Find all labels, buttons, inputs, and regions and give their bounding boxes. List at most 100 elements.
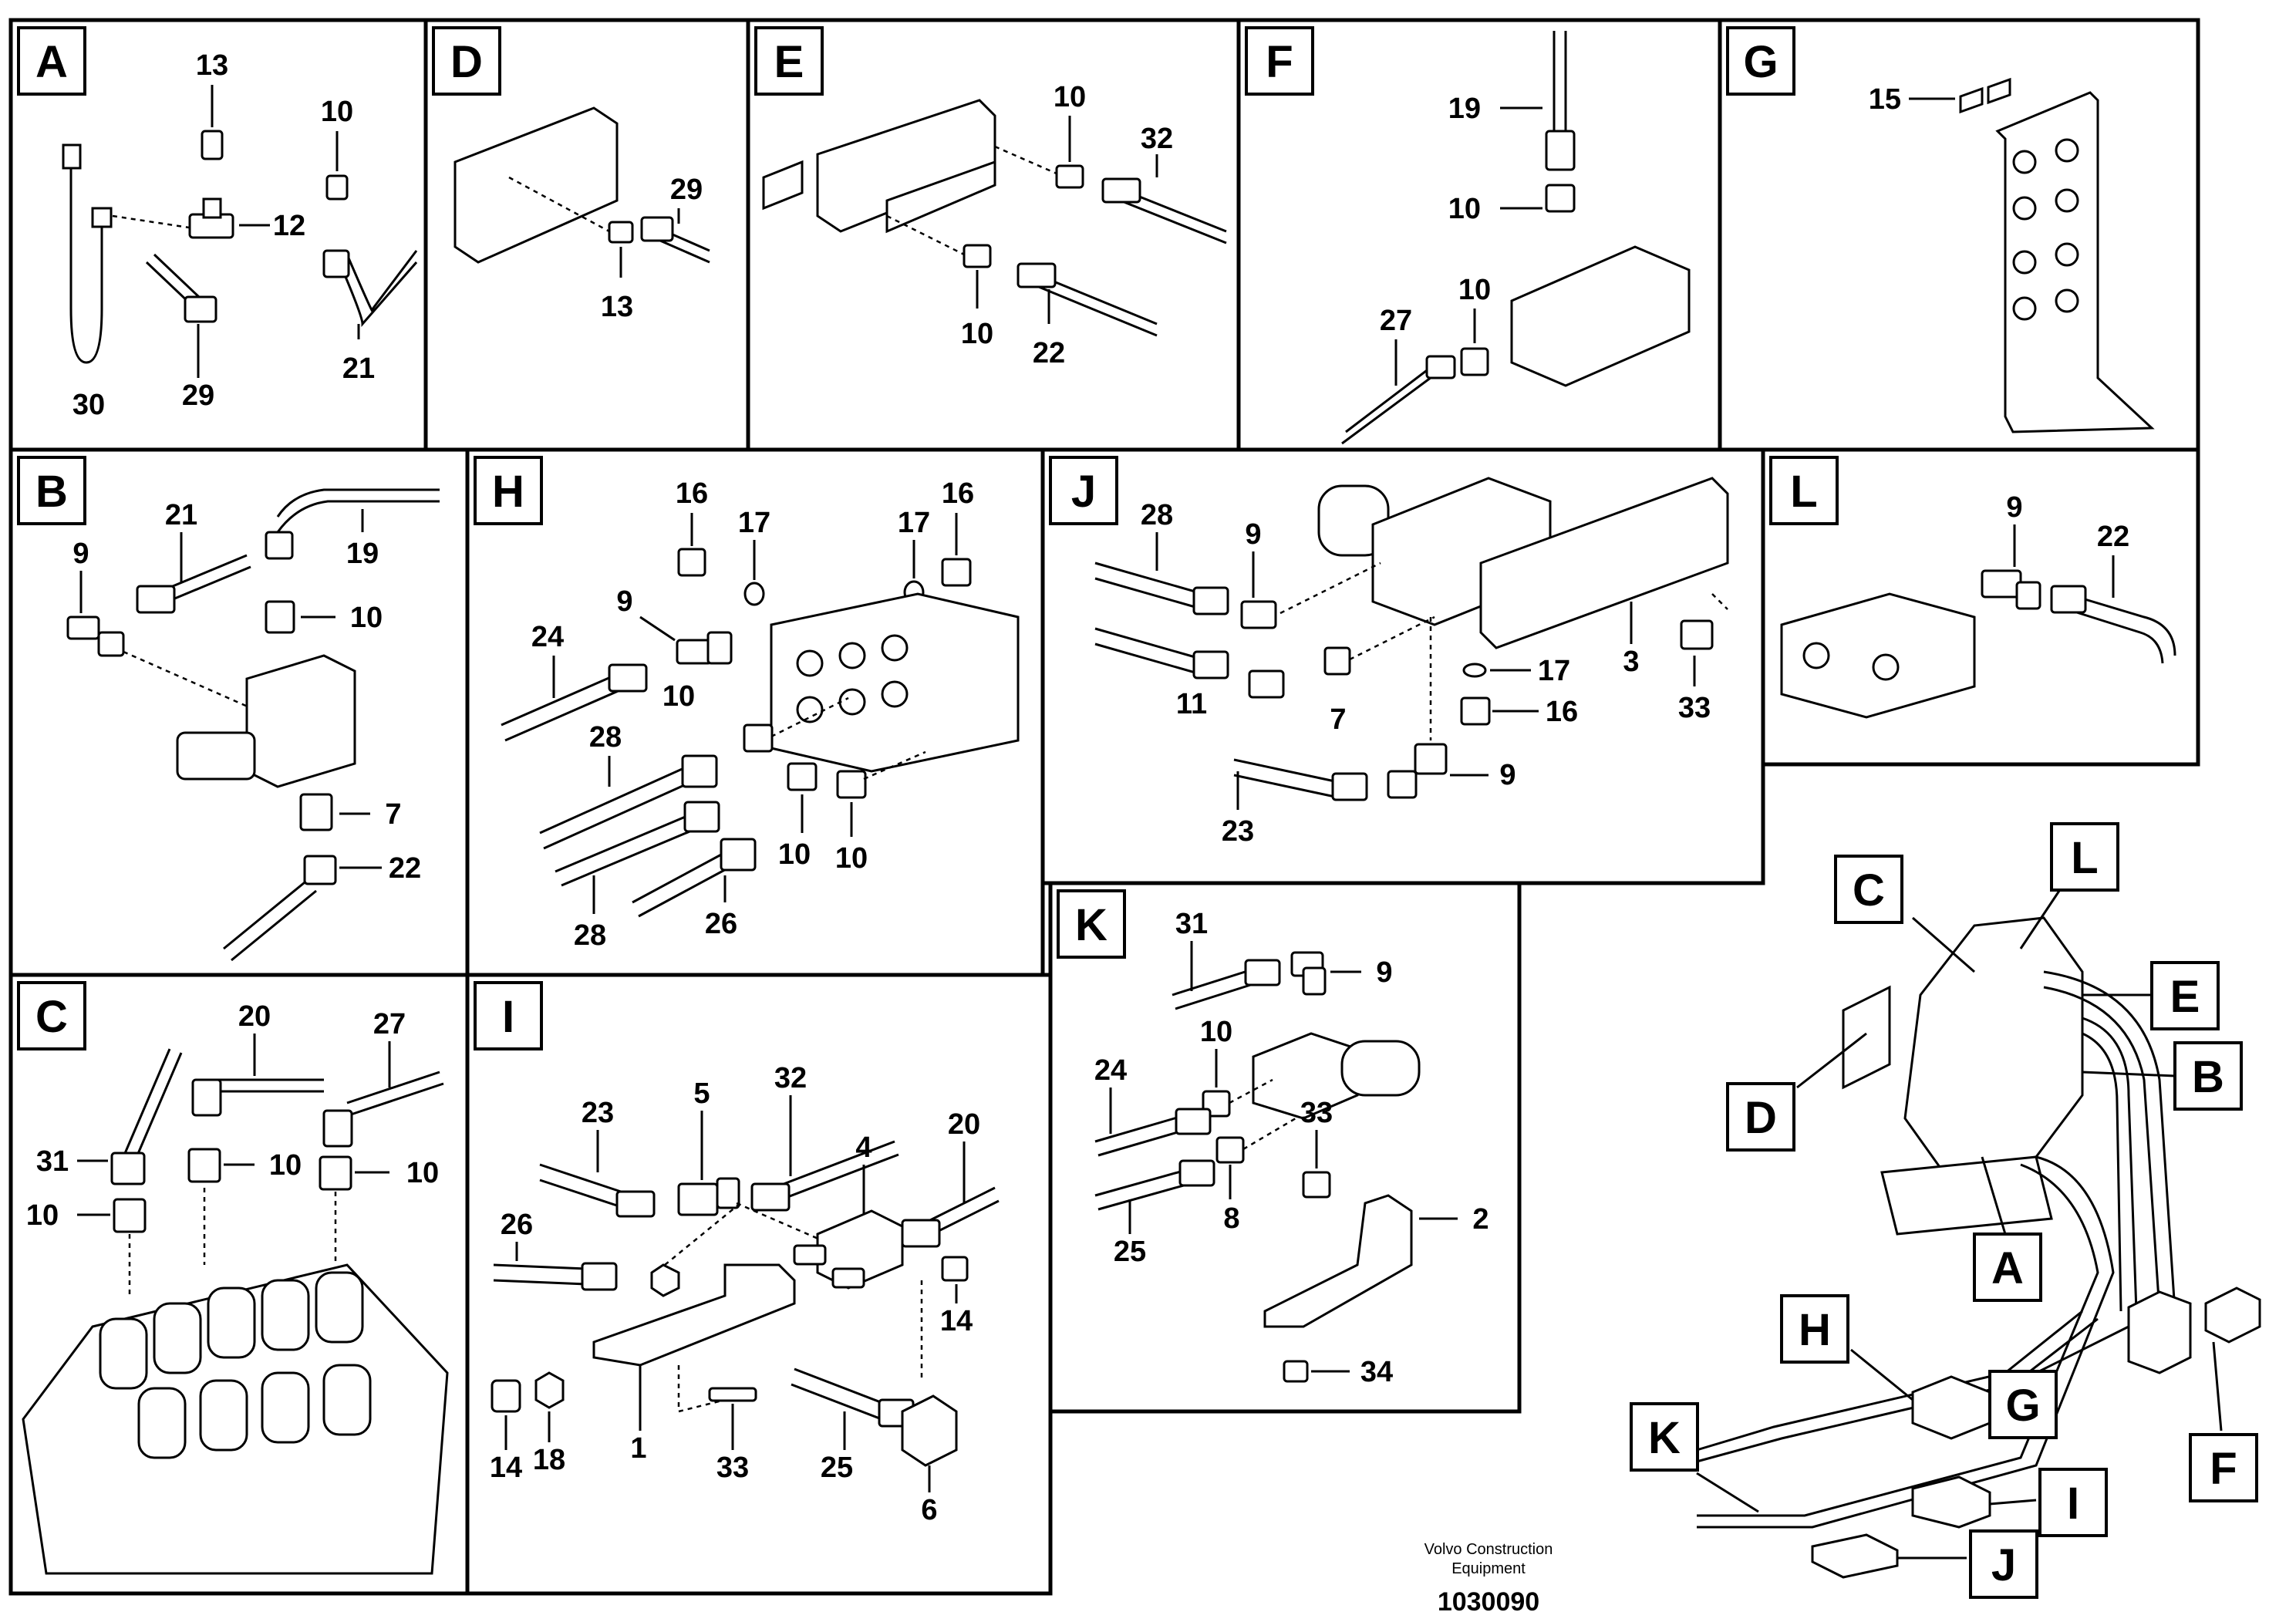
hose-31 (1172, 966, 1261, 1010)
fitting-7 (1323, 646, 1351, 676)
label-10: 10 (778, 838, 811, 871)
hose-20 (216, 1078, 324, 1093)
label-29: 29 (182, 379, 214, 412)
elbow-6 (901, 1394, 958, 1467)
label-13: 13 (601, 291, 633, 323)
fitting-10-mid (187, 1148, 221, 1183)
panel-f: F 19 10 10 27 (1236, 18, 1722, 452)
main-valve-assembly (1903, 916, 2084, 1174)
hose-30 (69, 154, 103, 364)
label-22: 22 (1033, 337, 1065, 369)
callout-h: H (1799, 1305, 1831, 1355)
label-12: 12 (273, 210, 305, 242)
callout-e: E (2170, 972, 2200, 1022)
callout-f: F (2210, 1444, 2237, 1494)
label-33: 33 (1678, 692, 1711, 724)
label-7: 7 (1330, 703, 1346, 736)
label-24: 24 (1094, 1054, 1127, 1087)
elbow-11 (1248, 669, 1285, 699)
drawing-number: 1030090 (1438, 1587, 1539, 1617)
label-9: 9 (1245, 518, 1261, 551)
label-21: 21 (342, 352, 375, 385)
label-19: 19 (346, 538, 379, 570)
overview-block-i (1911, 1475, 1991, 1529)
elbow-9 (676, 639, 713, 665)
label-7: 7 (385, 798, 401, 831)
panel-e: E 10 32 10 22 (746, 18, 1241, 452)
label-10: 10 (321, 96, 353, 128)
label-28: 28 (574, 919, 606, 952)
fitting-10-left (113, 1198, 147, 1233)
label-14: 14 (940, 1305, 973, 1337)
label-2: 2 (1472, 1203, 1489, 1236)
label-10: 10 (1448, 193, 1481, 225)
label-18: 18 (533, 1444, 565, 1476)
bushing-14-left (491, 1379, 521, 1413)
label-34: 34 (1360, 1356, 1393, 1388)
nut-15 (1959, 86, 1984, 114)
callout-d: D (1745, 1093, 1777, 1143)
label-9: 9 (616, 585, 632, 618)
panel-b-letter: B (35, 467, 68, 517)
bracket-3 (1479, 477, 1729, 649)
mounting-plate (453, 106, 619, 264)
fitting-10 (325, 174, 349, 201)
hose-28-upper (539, 762, 699, 850)
label-28: 28 (589, 721, 622, 754)
label-23: 23 (1222, 815, 1254, 848)
label-8: 8 (1223, 1202, 1239, 1235)
callout-c: C (1853, 865, 1885, 916)
panel-c: C 20 27 31 10 (8, 973, 470, 1596)
panel-d: D 29 13 (423, 18, 750, 452)
bolt-34 (1283, 1360, 1309, 1383)
overview-block-h (1911, 1375, 1991, 1440)
label-25: 25 (821, 1452, 853, 1484)
nut-upper (650, 1263, 680, 1297)
panel-l: L 9 22 (1761, 447, 2200, 767)
callout-a: A (1991, 1243, 2024, 1293)
overview-block-j (1811, 1533, 1899, 1579)
label-10: 10 (835, 842, 868, 875)
bushing-14-right (941, 1256, 969, 1282)
callout-g: G (2005, 1381, 2040, 1431)
fitting-10-upper (1055, 164, 1084, 189)
label-26: 26 (705, 908, 737, 940)
callout-k: K (1648, 1413, 1681, 1463)
label-33: 33 (716, 1452, 749, 1484)
fitting-10-mid (787, 762, 818, 791)
solenoid-valve (245, 654, 356, 788)
bolt-33 (708, 1387, 757, 1402)
hose-31 (122, 1048, 183, 1162)
elbow-9 (1981, 569, 2022, 599)
tee-fitting-5 (677, 1182, 719, 1216)
fitting-10-upper (743, 723, 774, 753)
label-10: 10 (961, 318, 993, 350)
hose-19 (276, 488, 440, 533)
fitting-7 (299, 793, 333, 831)
hose-25 (791, 1367, 895, 1425)
overview-block-g (2127, 1290, 2192, 1374)
label-14: 14 (490, 1452, 522, 1484)
label-32: 32 (1141, 123, 1173, 155)
hose-22 (223, 878, 317, 962)
overview-block-f (2204, 1286, 2261, 1344)
label-20: 20 (238, 1000, 271, 1033)
label-5: 5 (693, 1077, 710, 1110)
panel-g: G 15 (1718, 18, 2200, 452)
hose-24 (1094, 1113, 1192, 1157)
label-10: 10 (663, 680, 695, 713)
hose-23 (539, 1163, 633, 1211)
panel-f-letter: F (1266, 37, 1293, 87)
hose-25 (1094, 1167, 1195, 1211)
fitting-10-right (836, 770, 867, 799)
label-20: 20 (948, 1108, 980, 1141)
label-10: 10 (1458, 274, 1491, 306)
manifold-block (1510, 245, 1691, 387)
plug-16-right (941, 558, 972, 587)
label-30: 30 (72, 389, 105, 421)
panel-j-letter: J (1071, 467, 1096, 517)
label-24: 24 (531, 621, 564, 653)
label-10: 10 (1054, 81, 1086, 113)
panel-j: J 28 9 3 17 16 33 11 7 (1040, 447, 1765, 885)
